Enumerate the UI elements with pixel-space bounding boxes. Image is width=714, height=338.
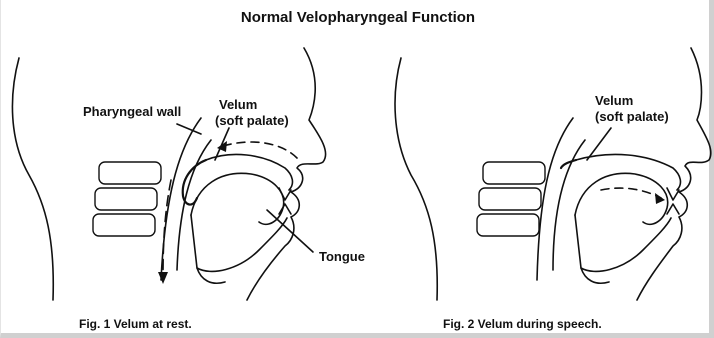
fig2-vertebra-2: [479, 188, 541, 210]
fig2-arrowhead-oral: [655, 193, 665, 204]
fig2-oral-airflow-arrow: [601, 188, 661, 198]
fig1-arrowhead-pharynx: [158, 272, 168, 284]
fig1-label-tongue: Tongue: [319, 249, 365, 265]
figure1-drawing: [12, 48, 325, 300]
fig1-label-pharyngeal-wall: Pharyngeal wall: [83, 104, 181, 120]
fig2-velum-raised: [561, 160, 576, 168]
fig2-pharyngeal-wall: [537, 118, 573, 280]
fig1-leader-tongue: [267, 210, 313, 252]
fig1-leader-pharyngeal-wall: [177, 124, 201, 134]
fig1-vertebra-1: [99, 162, 161, 184]
fig2-vertebra-1: [483, 162, 545, 184]
figure2-drawing: [395, 48, 711, 300]
fig2-lower-teeth: [667, 204, 679, 214]
fig2-label-soft-palate: (soft palate): [595, 109, 669, 125]
fig1-tongue: [191, 173, 284, 224]
fig1-nasal-airflow-arrow: [223, 142, 297, 158]
fig2-label-velum: Velum: [595, 93, 633, 109]
fig2-face-profile: [637, 48, 711, 300]
fig1-face-profile: [247, 48, 326, 300]
fig2-vertebra-3: [477, 214, 539, 236]
fig2-head-outline: [395, 58, 437, 300]
fig1-vertebra-2: [95, 188, 157, 210]
fig1-label-velum: Velum: [219, 97, 257, 113]
fig1-label-soft-palate: (soft palate): [215, 113, 289, 129]
fig2-caption: Fig. 2 Velum during speech.: [443, 316, 602, 332]
fig1-mandible: [191, 215, 287, 271]
fig1-caption: Fig. 1 Velum at rest.: [79, 316, 192, 332]
fig1-head-outline: [12, 58, 53, 300]
fig1-vertebra-3: [93, 214, 155, 236]
fig2-tongue: [575, 173, 668, 224]
fig1-hard-palate: [206, 154, 292, 190]
fig1-lower-teeth: [279, 204, 291, 214]
fig2-mandible: [575, 215, 671, 271]
